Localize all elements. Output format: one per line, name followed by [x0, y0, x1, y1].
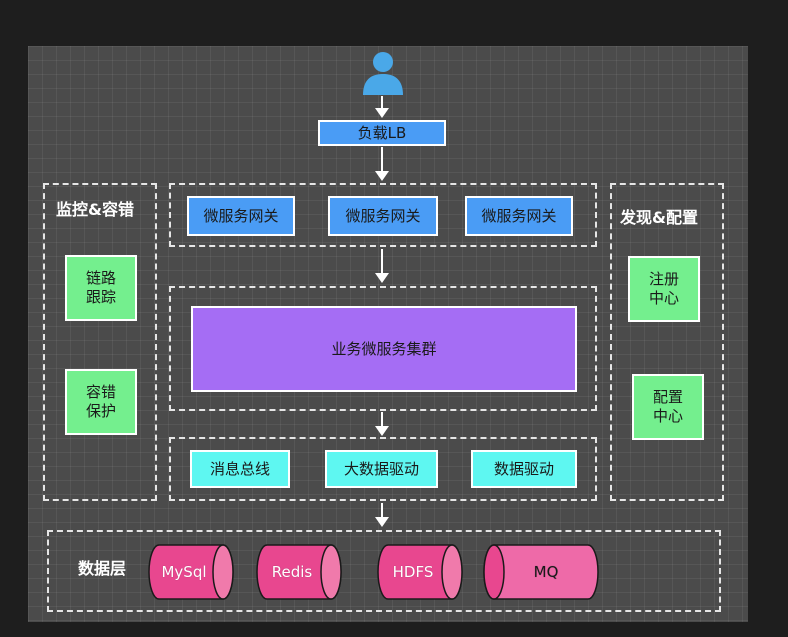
lb-label: 负载LB	[357, 123, 407, 142]
cylinder-icon	[256, 544, 342, 600]
data-layer-title: 数据层	[78, 559, 127, 578]
hdfs-store: HDFS	[376, 543, 464, 601]
redis-label: Redis	[271, 563, 313, 581]
data-layer-panel	[47, 530, 721, 612]
hdfs-label: HDFS	[392, 563, 434, 581]
data-driver-box: 数据驱动	[471, 450, 577, 488]
gateway-group	[169, 183, 597, 247]
config-label: 配置 中心	[652, 388, 683, 425]
registry-box: 注册 中心	[628, 256, 700, 322]
trace-label: 链路 跟踪	[85, 269, 116, 306]
arrow-cluster-to-drivers	[375, 412, 389, 436]
user-icon	[363, 52, 403, 95]
monitoring-panel	[43, 183, 157, 501]
business-cluster-label: 业务微服务集群	[331, 339, 437, 358]
gateway-box-3: 微服务网关	[465, 196, 573, 236]
business-cluster-box: 业务微服务集群	[191, 306, 577, 392]
message-bus-box: 消息总线	[190, 450, 290, 488]
registry-label: 注册 中心	[648, 270, 679, 307]
message-bus-label: 消息总线	[209, 459, 270, 478]
mysql-label: MySql	[161, 563, 207, 581]
gateway-box-2: 微服务网关	[328, 196, 438, 236]
trace-box: 链路 跟踪	[65, 255, 137, 321]
discovery-panel-title: 发现&配置	[620, 208, 698, 227]
arrow-lb-to-gateways	[375, 147, 389, 181]
arrow-user-to-lb	[375, 96, 389, 118]
monitoring-panel-title: 监控&容错	[56, 200, 134, 219]
data-driver-label: 数据驱动	[493, 459, 554, 478]
bigdata-driver-box: 大数据驱动	[325, 450, 438, 488]
gateway-label: 微服务网关	[203, 206, 279, 225]
cluster-group	[169, 286, 597, 411]
fault-tolerance-label: 容错 保护	[85, 383, 116, 420]
redis-store: Redis	[255, 543, 343, 601]
mq-store: MQ	[482, 543, 600, 601]
cylinder-icon	[483, 544, 599, 600]
gateway-label: 微服务网关	[481, 206, 557, 225]
discovery-panel	[610, 183, 724, 501]
bigdata-driver-label: 大数据驱动	[343, 459, 419, 478]
fault-tolerance-box: 容错 保护	[65, 369, 137, 435]
lb-box: 负载LB	[318, 120, 446, 146]
mq-label: MQ	[533, 563, 559, 581]
driver-group	[169, 437, 597, 501]
mysql-store: MySql	[147, 543, 235, 601]
config-box: 配置 中心	[632, 374, 704, 440]
gateway-label: 微服务网关	[345, 206, 421, 225]
arrow-gateways-to-cluster	[375, 249, 389, 283]
cylinder-icon	[148, 544, 234, 600]
gateway-box-1: 微服务网关	[187, 196, 295, 236]
cylinder-icon	[377, 544, 463, 600]
arrow-drivers-to-data	[375, 503, 389, 527]
